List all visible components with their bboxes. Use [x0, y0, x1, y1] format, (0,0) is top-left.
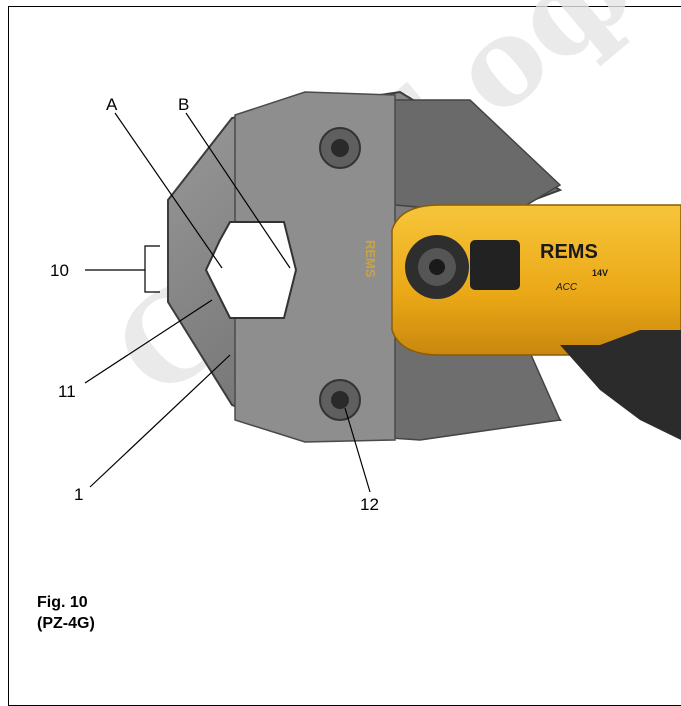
- lower-bolt-icon: [319, 379, 361, 421]
- leader-11: [84, 299, 213, 384]
- hex-crimp-opening: [204, 221, 298, 319]
- brand-logo: REMS: [540, 241, 598, 263]
- press-tool-figure: САЙТ официальный REMS: [50, 0, 681, 514]
- callout-12: 12: [360, 495, 379, 514]
- caption-figure-number: Fig. 10: [37, 594, 88, 611]
- bracket-10: [144, 245, 160, 293]
- callout-lines: [84, 112, 371, 493]
- caption-model: (PZ-4G): [37, 615, 95, 632]
- leader-12: [344, 407, 371, 493]
- callout-11: 11: [58, 382, 76, 401]
- latch-block: [470, 240, 520, 290]
- leader-b: [185, 112, 291, 269]
- pivot-knob-icon: [405, 235, 469, 299]
- figure-caption: Fig. 10 (PZ-4G): [37, 592, 95, 634]
- jaw-stamp-text: REMS: [363, 240, 378, 278]
- tool-body: REMS 14V ACC: [391, 204, 681, 440]
- leader-1: [89, 354, 231, 488]
- callout-b: B: [178, 95, 189, 114]
- acc-label: ACC: [555, 282, 578, 293]
- upper-bolt-icon: [319, 127, 361, 169]
- callout-10: 10: [50, 261, 69, 280]
- callout-a: A: [106, 95, 118, 114]
- voltage-label: 14V: [592, 268, 608, 278]
- manual-page: САЙТ официальный REMS: [8, 0, 681, 706]
- leader-a: [114, 112, 223, 269]
- callout-1: 1: [74, 485, 83, 504]
